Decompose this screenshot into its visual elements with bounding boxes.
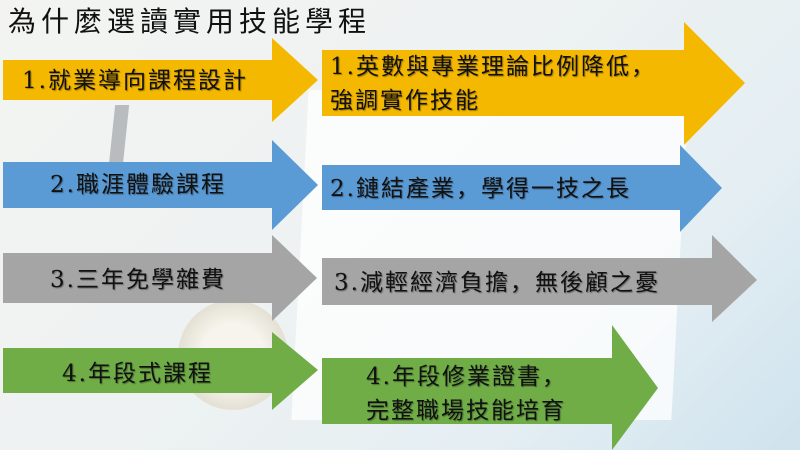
arrow-2-left — [3, 140, 318, 230]
arrow-4-right-label-line2: 完整職場技能培育 — [366, 398, 566, 424]
arrow-1-left-label: 1.就業導向課程設計 — [22, 68, 248, 94]
arrow-2-right-label: 2.鏈結產業，學得一技之長 — [330, 176, 631, 202]
arrow-3-right — [322, 235, 757, 322]
arrow-1-left — [3, 38, 318, 122]
arrow-1-right-label-line1: 1.英數與專業理論比例降低， — [330, 54, 656, 80]
arrow-3-left — [3, 235, 317, 321]
arrow-3-left-label: 3.三年免學雜費 — [50, 267, 226, 293]
arrow-4-left — [3, 332, 318, 410]
arrow-4-right — [322, 325, 658, 450]
arrow-1-right-label-line2: 強調實作技能 — [330, 88, 480, 114]
arrow-2-left-label: 2.職涯體驗課程 — [50, 172, 226, 198]
arrow-2-right — [322, 145, 722, 232]
arrow-4-right-label-line1: 4.年段修業證書， — [366, 364, 567, 390]
slide-title: 為什麼選讀實用技能學程 — [8, 5, 372, 38]
arrow-1-right — [322, 22, 745, 145]
arrow-4-left-label: 4.年段式課程 — [62, 361, 213, 387]
arrow-3-right-label: 3.減輕經濟負擔，無後顧之憂 — [334, 270, 660, 296]
